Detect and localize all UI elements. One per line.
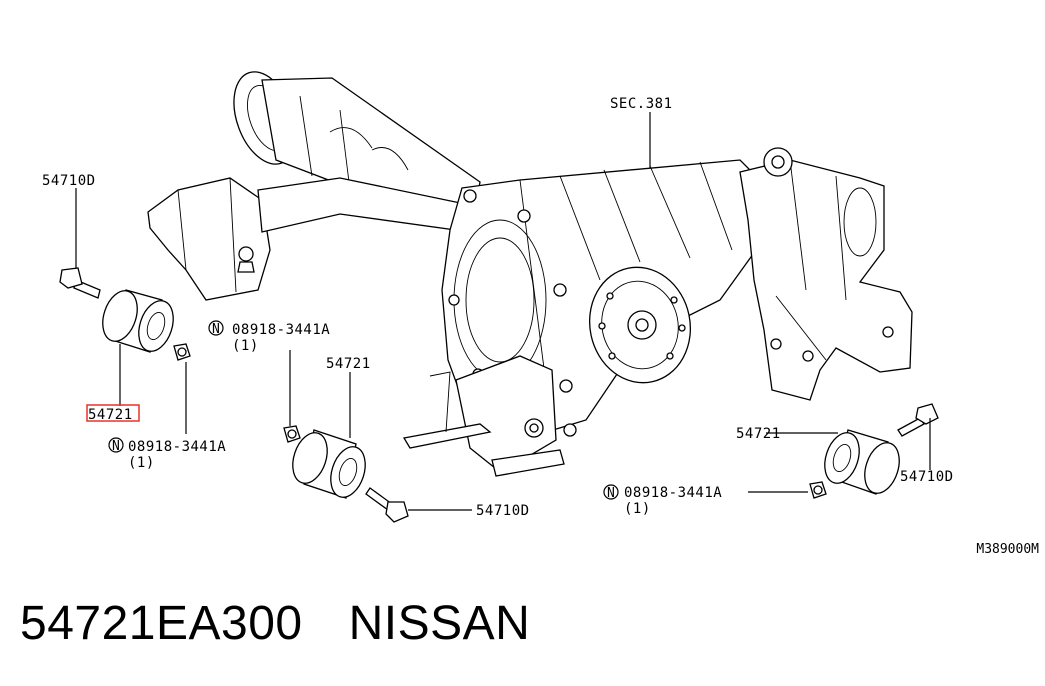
label-nut-right: 08918-3441A bbox=[624, 485, 722, 501]
highlight-box bbox=[86, 404, 140, 422]
label-bolt-top-left: 54710D bbox=[42, 173, 96, 189]
leader-lines bbox=[75, 112, 931, 511]
label-bolt-center: 54710D bbox=[476, 503, 530, 519]
n-circle-letter: N bbox=[607, 486, 615, 501]
label-bushing-left[interactable]: 54721 bbox=[88, 407, 133, 423]
exploded-parts-diagram: 54710D 54721 N 08918-3441A (1) N 08918-3… bbox=[42, 71, 954, 523]
differential-assembly bbox=[147, 71, 913, 477]
caption: 54721EA300 NISSAN bbox=[20, 596, 530, 651]
bolt-center bbox=[365, 487, 409, 523]
label-bushing-right: 54721 bbox=[736, 426, 781, 442]
part-number: 54721EA300 bbox=[20, 597, 303, 650]
bushing-center bbox=[292, 429, 366, 499]
label-bolt-right: 54710D bbox=[900, 469, 954, 485]
n-circle-letter: N bbox=[112, 439, 120, 454]
n-circle-icon bbox=[108, 437, 124, 453]
label-nut-qty-left: (1) bbox=[128, 455, 155, 471]
bolt-right bbox=[897, 403, 939, 437]
n-circle-letter: N bbox=[212, 322, 220, 337]
nut-center bbox=[283, 425, 301, 443]
nut-right bbox=[809, 481, 827, 499]
n-circle-icon bbox=[208, 320, 224, 336]
n-circle-icon bbox=[603, 484, 619, 500]
label-nut-qty-center: (1) bbox=[232, 338, 259, 354]
bushing-right bbox=[824, 429, 900, 495]
label-section-ref: SEC.381 bbox=[610, 96, 673, 112]
brand-name: NISSAN bbox=[348, 597, 531, 650]
bolt-left bbox=[59, 267, 101, 299]
bushing-left bbox=[102, 289, 174, 353]
label-nut-left: 08918-3441A bbox=[128, 439, 226, 455]
nut-left bbox=[173, 343, 191, 361]
label-nut-qty-right: (1) bbox=[624, 501, 651, 517]
label-bushing-center: 54721 bbox=[326, 356, 371, 372]
drawing-code: M389000M bbox=[976, 542, 1039, 557]
label-nut-center: 08918-3441A bbox=[232, 322, 330, 338]
